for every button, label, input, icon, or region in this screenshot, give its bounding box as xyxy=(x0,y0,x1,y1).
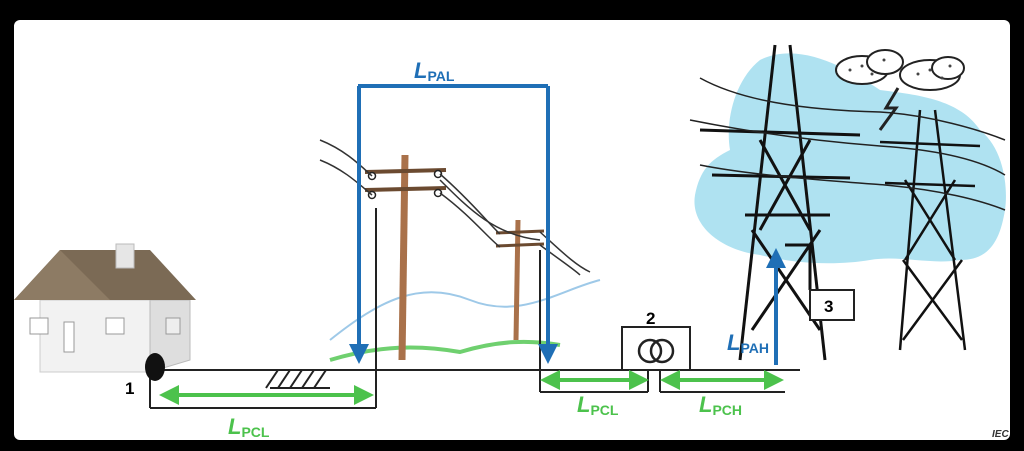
lpch-label: LPCH xyxy=(699,392,742,418)
marker-one: 1 xyxy=(125,379,134,398)
lpal-label: LPAL xyxy=(414,58,455,84)
marker-two: 2 xyxy=(646,309,655,328)
transformer-box xyxy=(621,326,691,371)
utility-pole-short-icon xyxy=(495,219,545,341)
high-voltage-wires xyxy=(689,77,1006,211)
lightning-bolt-icon xyxy=(878,87,900,131)
overhead-wires xyxy=(319,139,591,276)
iec-credit: IEC xyxy=(992,429,1009,440)
lpal-path-bracket xyxy=(349,84,558,364)
utility-pole-tall-icon xyxy=(364,154,447,361)
meter-point-icon xyxy=(145,353,165,381)
spd-box-three xyxy=(809,289,855,321)
lpcl-mid-label: LPCL xyxy=(577,392,619,418)
house-icon xyxy=(14,243,196,373)
transformer-coil-left xyxy=(637,338,663,364)
marker-three: 3 xyxy=(824,297,833,316)
lpah-label: LPAH xyxy=(727,330,769,356)
storm-cloud-icon xyxy=(835,49,965,91)
hill-blue xyxy=(329,279,601,341)
transformer-coil-right xyxy=(649,338,675,364)
lpcl-left-label: LPCL xyxy=(228,414,270,440)
hill-green xyxy=(329,339,561,362)
